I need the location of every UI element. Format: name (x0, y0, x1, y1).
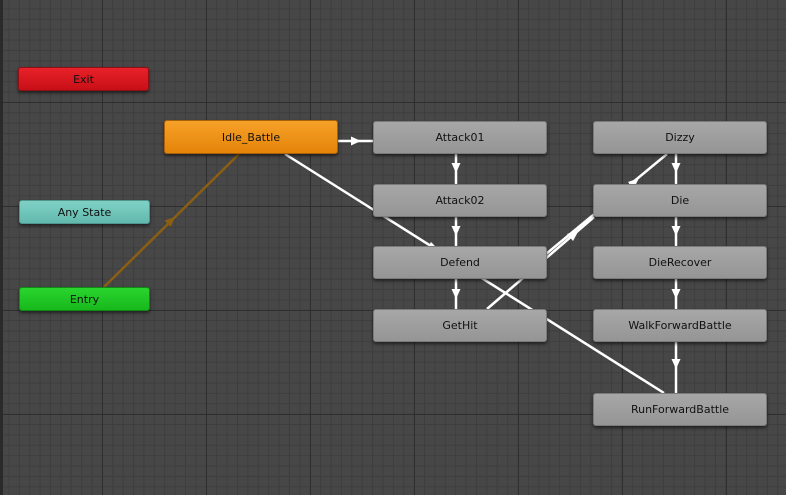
arrowhead-dizzy-die (671, 163, 681, 173)
state-gethit[interactable]: GetHit (373, 309, 547, 342)
state-defend[interactable]: Defend (373, 246, 547, 279)
arrowhead-walkforwardbattle-runforwardbattle (671, 359, 681, 369)
state-exit[interactable]: Exit (18, 67, 149, 91)
state-die[interactable]: Die (593, 184, 767, 217)
arrowhead-idle-attack01 (351, 136, 361, 146)
arrowhead-defend-gethit (451, 289, 461, 299)
arrowhead-entry-idle (164, 217, 175, 227)
state-any-state[interactable]: Any State (19, 200, 150, 224)
state-attack02[interactable]: Attack02 (373, 184, 547, 217)
state-idle-battle-default[interactable]: Idle_Battle (164, 120, 338, 154)
editor-left-edge (0, 0, 3, 495)
arrowhead-attack01-attack02 (451, 163, 461, 173)
arrowhead-die-dierecover (671, 226, 681, 236)
arrowhead-attack02-defend (451, 226, 461, 236)
arrowhead-dizzy-defend (628, 178, 639, 189)
state-runforwardbattle[interactable]: RunForwardBattle (593, 393, 767, 426)
state-walkforwardbattle[interactable]: WalkForwardBattle (593, 309, 767, 342)
state-attack01[interactable]: Attack01 (373, 121, 547, 154)
arrowhead-gethit-die (567, 230, 579, 241)
state-entry[interactable]: Entry (19, 287, 150, 311)
state-dizzy[interactable]: Dizzy (593, 121, 767, 154)
state-dierecover[interactable]: DieRecover (593, 246, 767, 279)
arrowhead-dierecover-walkforwardbattle (671, 289, 681, 299)
